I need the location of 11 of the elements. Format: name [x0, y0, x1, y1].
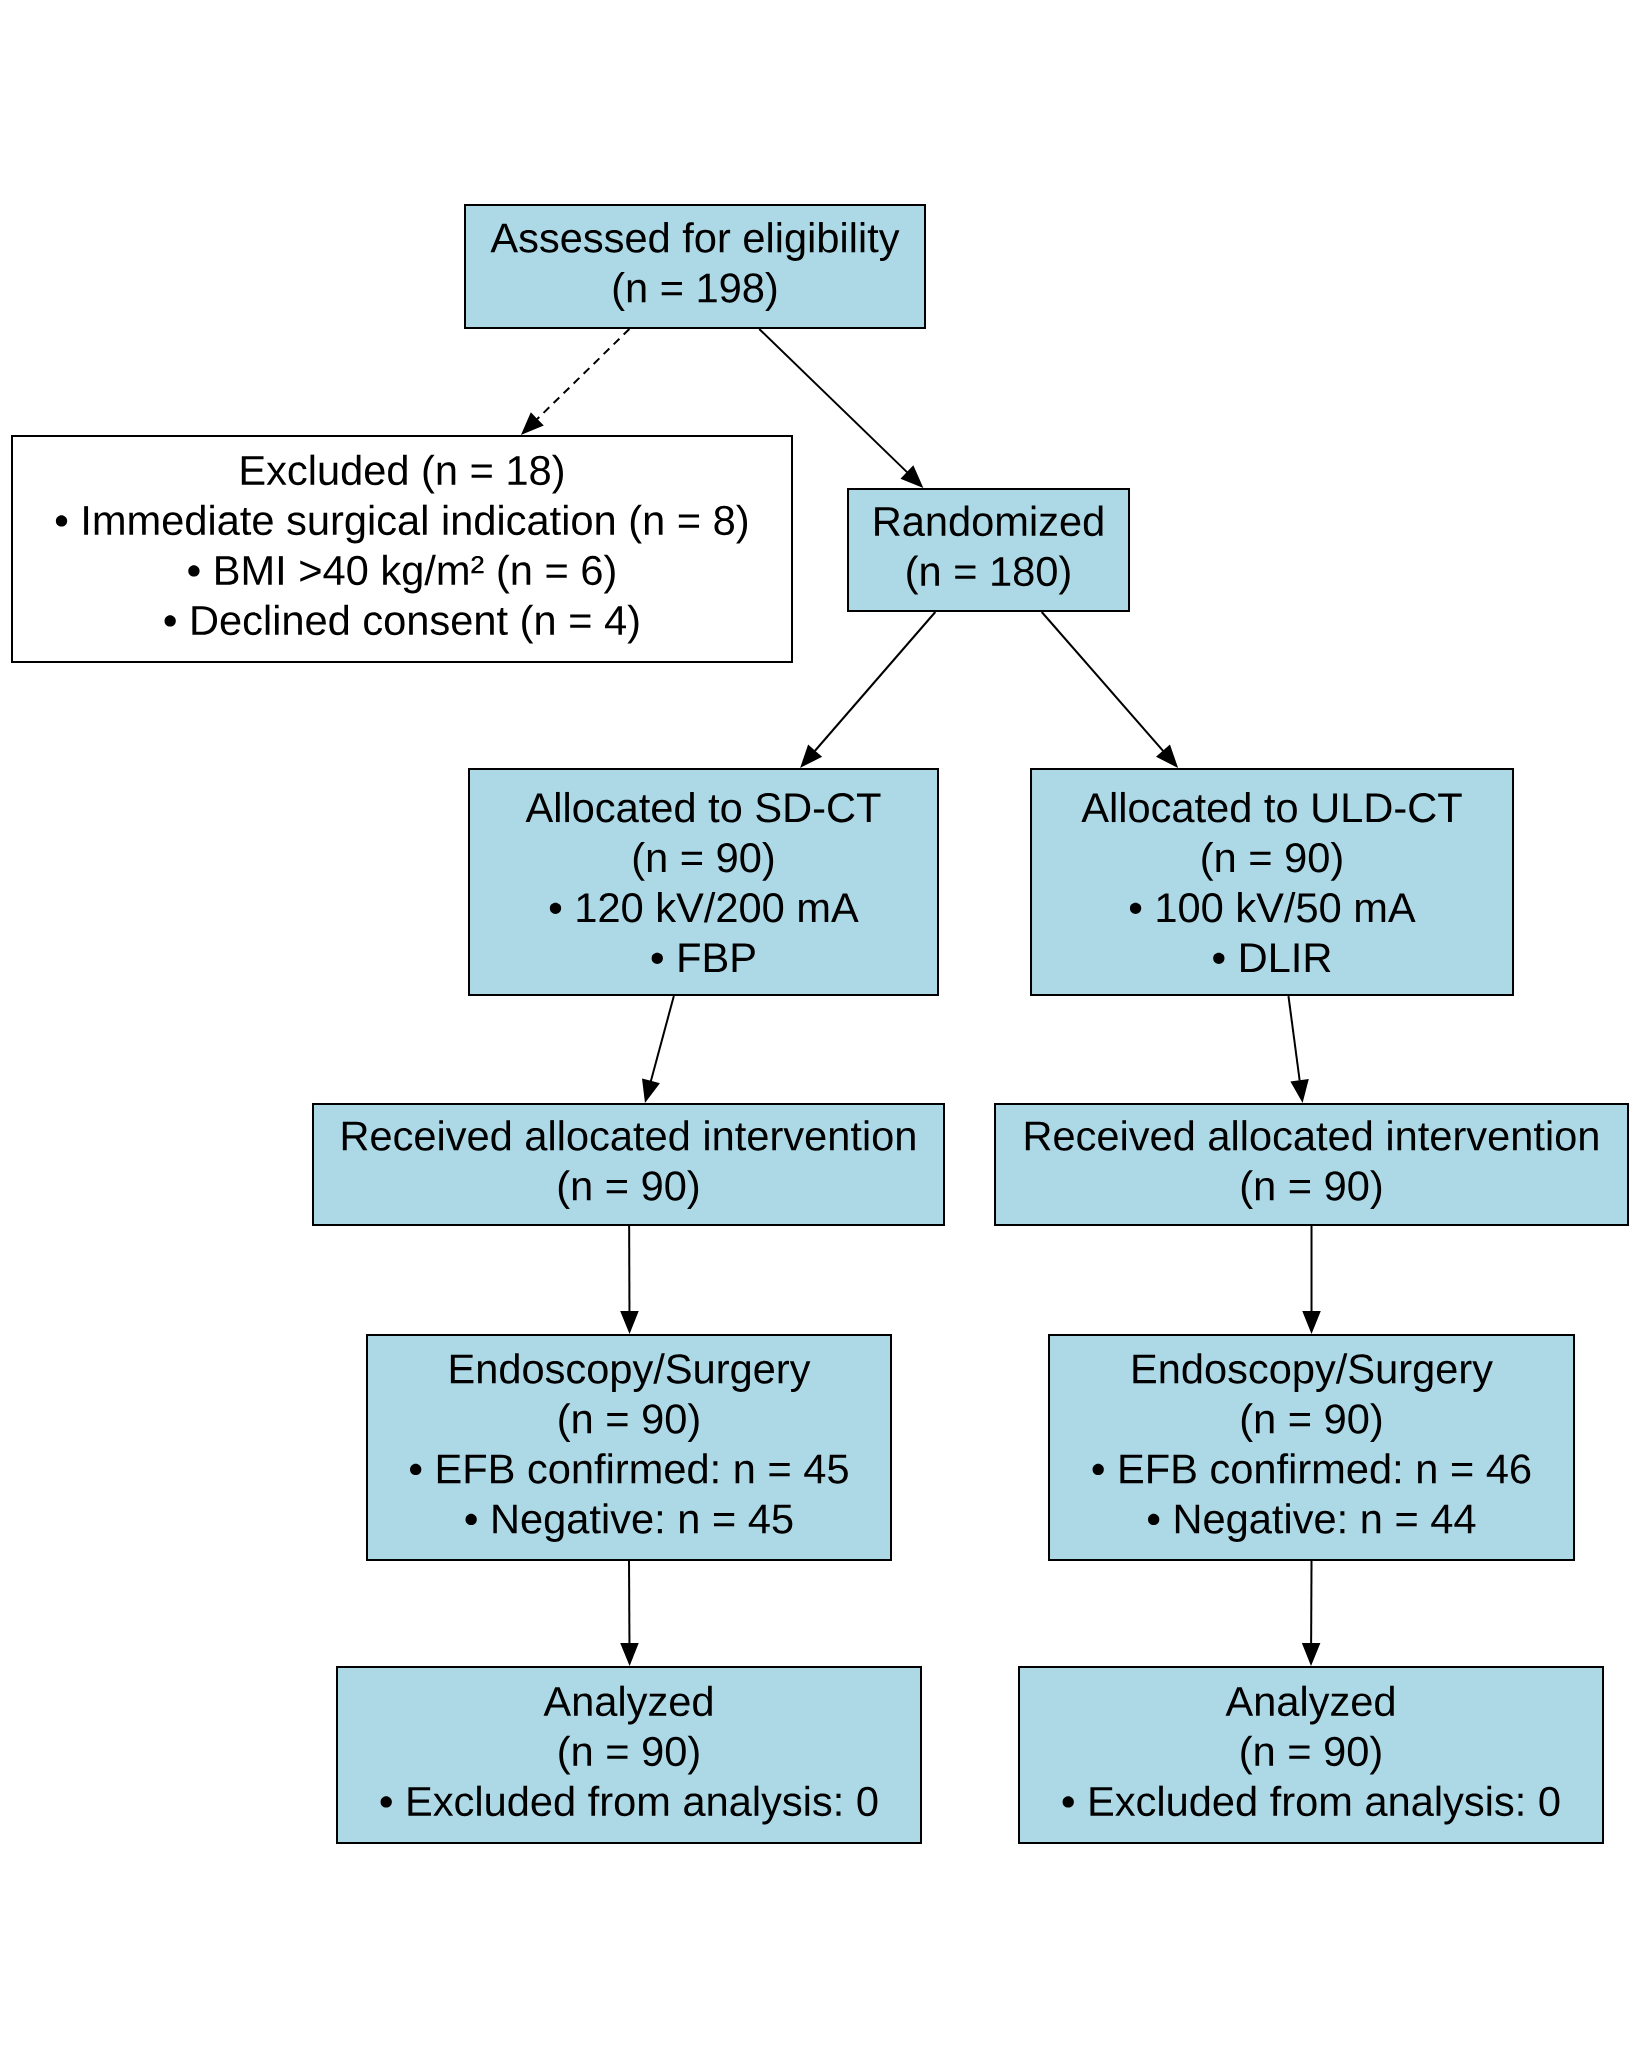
process-box: Assessed for eligibility (n = 198) [464, 204, 926, 329]
process-box: Received allocated intervention (n = 90) [994, 1103, 1629, 1226]
process-box: Endoscopy/Surgery (n = 90) • EFB confirmed: n = 46 • Negative: n = 44 [1048, 1334, 1575, 1561]
process-box: Randomized (n = 180) [847, 488, 1130, 612]
process-box: Analyzed (n = 90) • Excluded from analysis: 0 [1018, 1666, 1604, 1844]
process-box: Allocated to SD-CT (n = 90) • 120 kV/200 mA • FBP [468, 768, 939, 996]
process-box: Endoscopy/Surgery (n = 90) • EFB confirmed: n = 45 • Negative: n = 45 [366, 1334, 892, 1561]
process-box: Received allocated intervention (n = 90) [312, 1103, 945, 1226]
process-box: Analyzed (n = 90) • Excluded from analysis: 0 [336, 1666, 922, 1844]
process-box: Allocated to ULD-CT (n = 90) • 100 kV/50 mA • DLIR [1030, 768, 1514, 996]
process-box: Excluded (n = 18) • Immediate surgical indication (n = 8) • BMI >40 kg/m² (n = 6) • Declined consent (n = 4) [11, 435, 793, 663]
